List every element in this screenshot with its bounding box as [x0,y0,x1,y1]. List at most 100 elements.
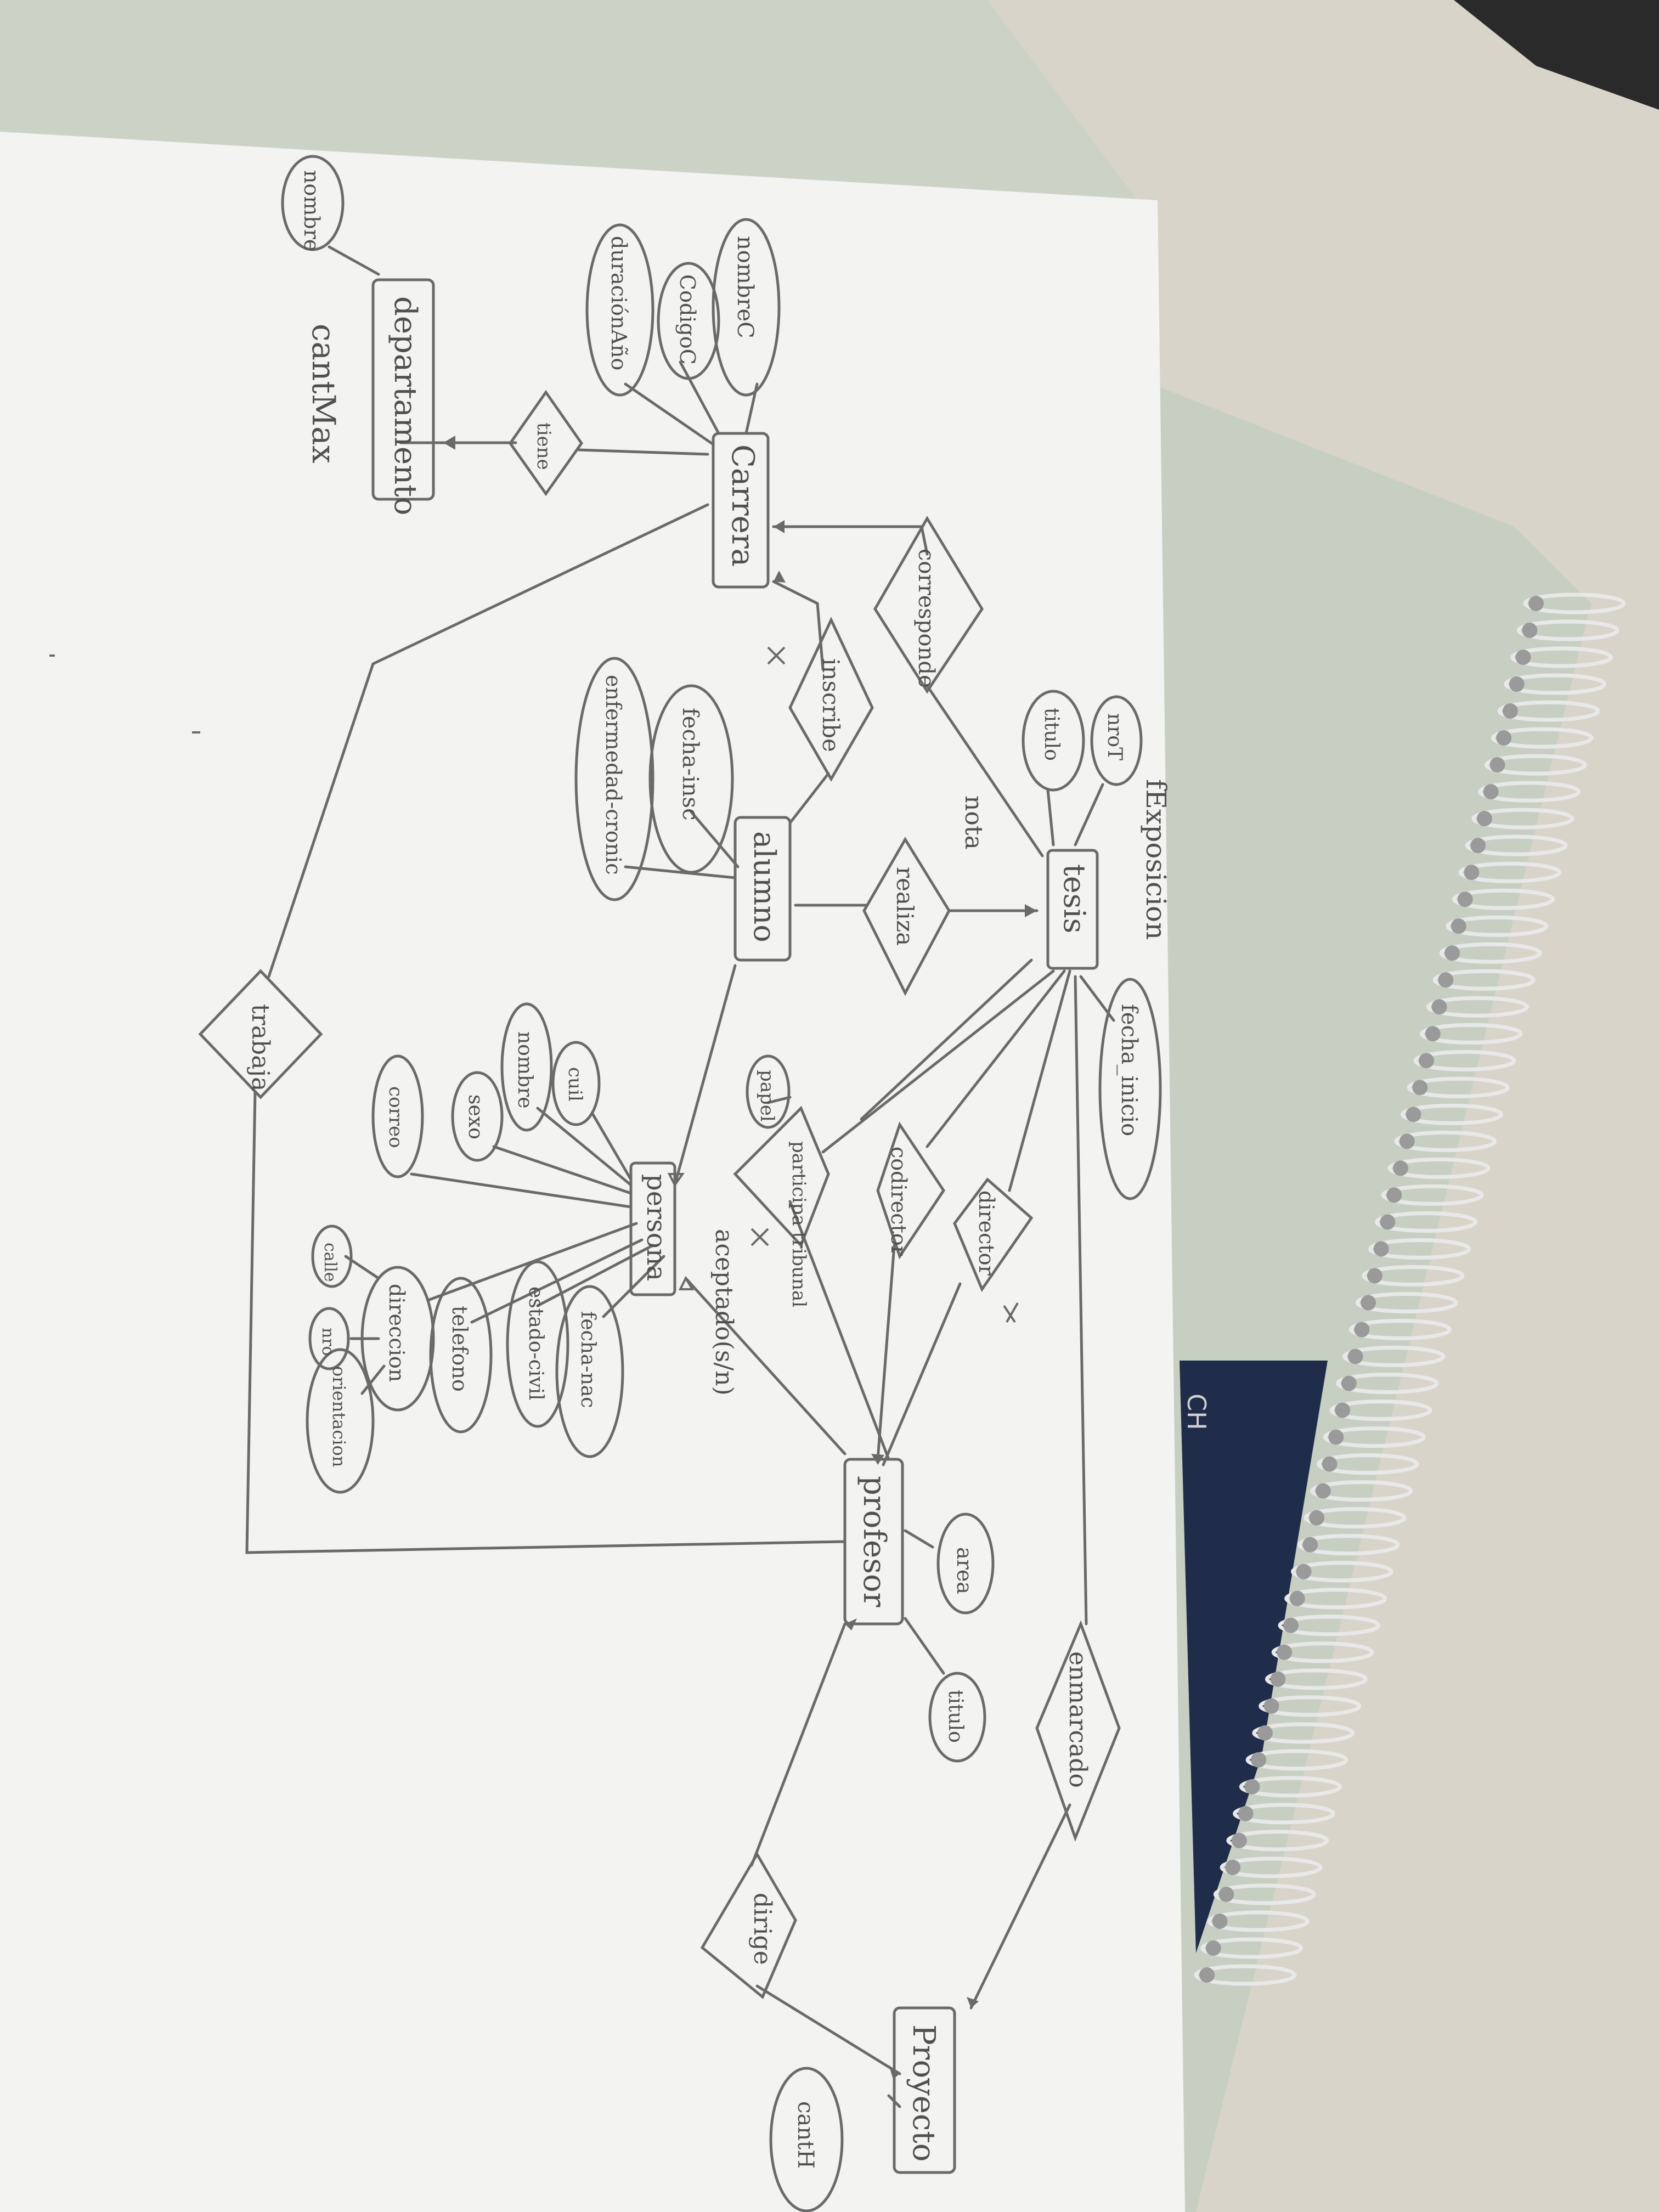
attribute-orientacion [306,1348,375,1494]
label-codirector: codirector [887,1147,911,1256]
spiral-hole [1367,1268,1383,1284]
attribute-calle [311,1224,353,1288]
relationship-enmarcado [1035,1620,1121,1842]
relationship-realiza [862,837,951,996]
attribute-codigo-c [657,262,720,380]
attribute-cant-h [769,2067,844,2212]
label-director: director [974,1190,998,1276]
spiral-hole [1438,972,1454,988]
label-titulo-profesor: titulo [944,1690,967,1743]
spiral-coil [1426,996,1530,1018]
label-orientacion: orientacion [329,1366,349,1467]
spiral-hole [1406,1107,1421,1122]
label-cant-max: cantMax [305,324,342,463]
attribute-titulo-tesis [1022,690,1085,792]
dark-object [1454,0,1659,110]
spiral-coil [1284,1588,1387,1610]
label-departamento: departamento [387,296,423,515]
spiral-coil [1194,1964,1297,1986]
relationship-tiene [508,390,584,496]
attribute-fecha-inicio [1098,978,1162,1200]
spiral-hole [1489,757,1505,773]
label-nro: nro [318,1328,337,1356]
label-nota: nota [960,795,988,850]
label-nombre-persona: nombre [514,1031,536,1109]
spiral-hole [1399,1133,1415,1149]
entity-tesis [1046,849,1099,970]
spiral-coil [1342,1346,1446,1368]
spiral-hole [1464,865,1480,881]
attribute-duracion [585,223,654,397]
pencil-marks [49,646,1019,1323]
spiral-hole [1315,1483,1331,1499]
spiral-hole [1335,1402,1351,1418]
spiral-coil [1252,1722,1355,1744]
spiral-hole [1386,1187,1402,1203]
spiral-coil [1200,1937,1304,1959]
spiral-hole [1412,1080,1428,1096]
attribute-area [936,1513,995,1615]
spiral-hole [1244,1779,1260,1795]
spiral-coil [1290,1561,1393,1583]
spiral-hole [1309,1510,1324,1526]
spiral-coil [1400,1103,1503,1125]
label-f-exposicion: fExposicion [1140,779,1172,940]
spiral-hole [1476,811,1492,827]
label-nombre-c: nombreC [732,236,758,338]
spiral-hole [1277,1644,1293,1660]
spiral-coil [1407,1076,1510,1098]
attribute-shapes [281,155,1162,2212]
spiral-coil [1516,619,1620,641]
attribute-nombre-c [712,218,781,397]
spiral-coil [1387,1157,1491,1179]
spiral-coil [1226,1830,1329,1852]
attribute-nombre-dep [281,155,345,251]
spiral-hole [1457,891,1473,907]
label-realiza: realiza [891,867,918,946]
relationship-participa-tribunal [733,1105,830,1248]
spiral-binding [1194,592,1626,1986]
spiral-coil [1362,1265,1465,1286]
spiral-coil [1297,1534,1400,1556]
attribute-correo [371,1054,424,1178]
attribute-sexo [451,1071,504,1162]
relationship-dirige [700,1852,797,2000]
spiral-coil [1523,592,1626,614]
attribute-direccion [360,1266,435,1412]
spiral-hole [1251,1752,1267,1768]
label-fecha-insc: fecha-insc [678,708,703,821]
spiral-coil [1497,700,1600,722]
spiral-hole [1225,1859,1241,1875]
attribute-enfermedad [574,657,654,901]
label-alumno: alumno [747,831,782,943]
label-correo: correo [385,1086,407,1148]
label-corresponde: corresponde [913,549,939,688]
label-cuil: cuil [564,1067,586,1102]
entity-alumno [733,816,792,962]
spiral-hole [1289,1590,1305,1606]
spiral-hole [1483,784,1499,800]
spiral-coil [1510,646,1613,668]
spiral-coil [1233,1803,1336,1825]
entity-shapes [371,278,1099,2174]
label-nro-t: nroT [1103,713,1126,760]
attribute-fecha-nac [555,1285,624,1458]
spiral-coil [1259,1695,1362,1717]
diagram-labels: departamento Carrera alumno tesis person… [246,170,1172,2169]
spiral-coil [1446,915,1549,937]
spiral-hole [1205,1940,1221,1956]
label-titulo-tesis: titulo [1040,708,1063,761]
entity-proyecto [893,2006,956,2174]
label-tesis: tesis [1057,864,1092,933]
label-nombre-dep: nombre [300,170,324,251]
spiral-hole [1496,730,1512,746]
label-dirige: dirige [748,1893,776,1965]
label-enmarcado: enmarcado [1064,1651,1092,1788]
spiral-hole [1528,596,1544,611]
spiral-coil [1394,1130,1497,1152]
spiral-coil [1304,1507,1407,1529]
spiral-hole [1238,1805,1254,1821]
paper-sheet [0,132,1185,2212]
